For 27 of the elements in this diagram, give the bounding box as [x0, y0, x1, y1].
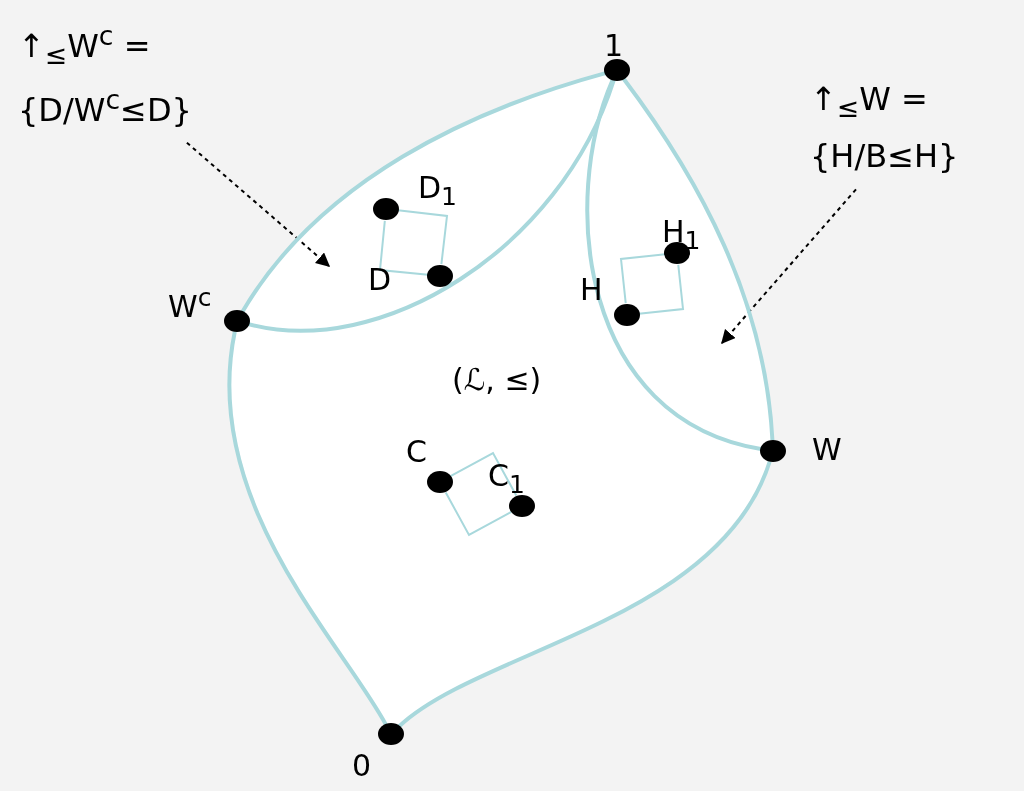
point-label: H: [580, 272, 603, 307]
curve: [585, 79, 763, 452]
point-label: 0: [352, 748, 372, 783]
square-side: [449, 451, 518, 497]
point-dot: [224, 310, 250, 332]
point-label: W: [812, 432, 842, 467]
point-label: H$_{1}$: [662, 214, 701, 255]
curve: [622, 77, 775, 441]
lattice-label: (ℒ, ≤): [452, 362, 542, 397]
point-label: C: [406, 434, 427, 469]
point-label: W$^{c}$: [168, 283, 212, 324]
formula-text: {H/B≤H}: [810, 137, 959, 176]
leader-line: [721, 188, 857, 345]
formula-text: ↑$_{≤}$W =: [810, 80, 929, 124]
formula-text: ↑$_{≤}$W$^{c}$ =: [18, 20, 152, 71]
point-dot: [760, 440, 786, 462]
leader-line: [185, 141, 331, 267]
curve: [397, 460, 772, 729]
square-side: [444, 491, 513, 537]
point-label: D$_{1}$: [418, 170, 457, 211]
formula-text: {D/W$^{c}$≤D}: [18, 84, 192, 129]
curve: [227, 331, 388, 726]
point-dot: [378, 723, 404, 745]
point-dot: [604, 59, 630, 81]
point-label: D: [368, 262, 392, 297]
point-label: C$_{1}$: [488, 458, 525, 499]
point-label: 1: [604, 28, 624, 63]
